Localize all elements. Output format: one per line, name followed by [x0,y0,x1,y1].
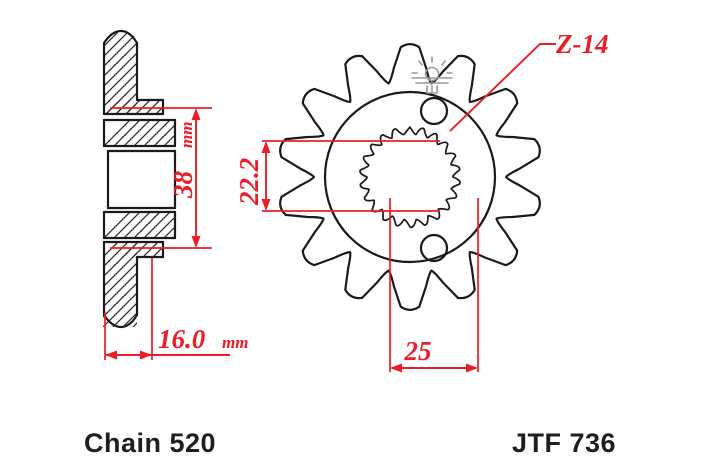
bolt-hole-top [419,96,449,126]
chain-caption: Chain 520 [84,428,216,458]
cross-section-view [102,29,177,329]
section-hatch-upper-web [103,120,175,146]
part-number-caption: JTF 736 [512,428,616,458]
sprocket-web-circle [323,90,497,264]
sprocket-teeth-outline [279,43,541,311]
dimension-height-38mm: 38 mm [110,107,212,249]
splined-bore [359,126,461,229]
section-hatch-bottom [103,242,137,327]
callout-teeth-label: Z-14 [555,29,608,59]
section-outline [102,29,177,329]
dimension-bolt-spacing-22-2: 22.2 [234,140,440,212]
dimension-bolt-spacing-value: 22.2 [234,158,264,206]
sunrise-logo-icon [411,56,453,94]
dimension-height-unit: mm [177,122,196,148]
dimension-thickness-value: 16.0 [158,324,206,354]
section-hatch-top-flange [104,100,163,115]
callout-teeth-count: Z-14 [449,29,608,132]
section-hatch-lower-web [103,212,175,238]
dimension-thickness-unit: mm [222,333,248,352]
section-hatch-bottom-flange-2 [122,242,163,257]
dimension-hub-width-25: 25 [389,198,479,373]
dimension-height-value: 38 [168,171,198,200]
dimension-hub-width-value: 25 [404,336,432,366]
bolt-hole-bottom [419,233,449,263]
dimension-thickness-16mm: 16.0 mm [104,258,248,360]
sprocket-front-view [279,43,541,311]
